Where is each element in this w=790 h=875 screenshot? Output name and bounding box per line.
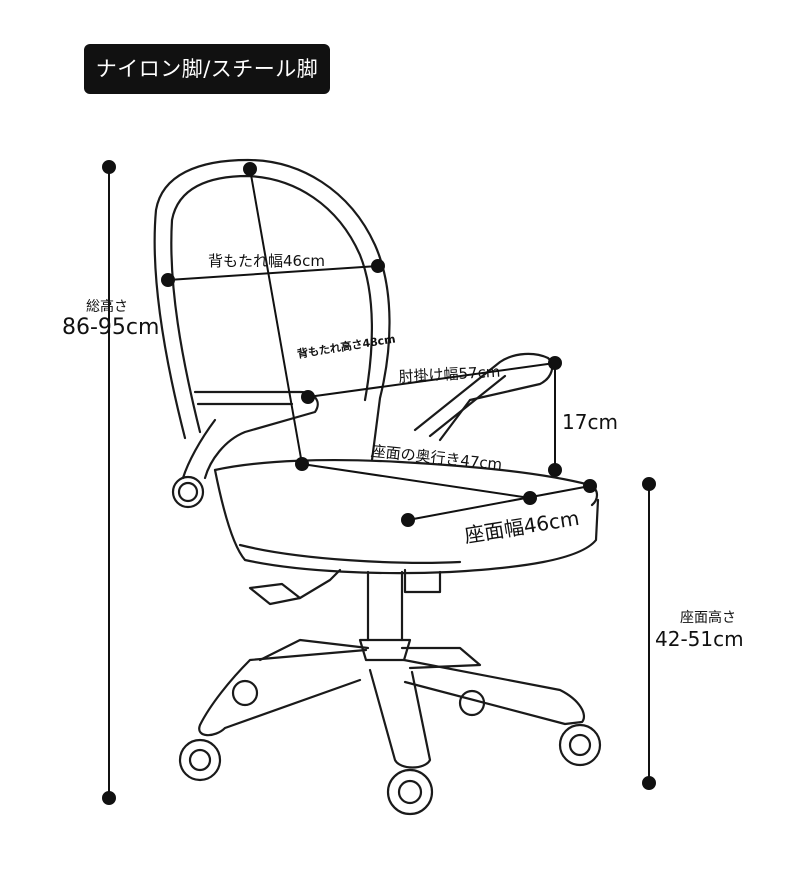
- caster-right: [558, 723, 602, 767]
- backrest-frame: [153, 158, 391, 462]
- back-width-label: 背もたれ幅46cm: [208, 252, 325, 270]
- seat-height-value: 42-51cm: [655, 627, 744, 651]
- seat-width-dot-right: [583, 479, 597, 493]
- caster-back-left: [231, 679, 259, 707]
- backrest-inner: [170, 174, 374, 434]
- base-leg-right: [402, 658, 586, 726]
- seat-width-line: [407, 485, 591, 521]
- lever-rod: [298, 568, 342, 600]
- caster-right-hub: [568, 733, 592, 757]
- back-width-dot-left: [161, 273, 175, 287]
- caster-left: [178, 738, 222, 782]
- seat-top: [213, 458, 599, 507]
- mechanism: [403, 568, 442, 594]
- base-leg-left: [198, 648, 368, 737]
- left-armrest-pivot: [171, 475, 205, 509]
- base-leg-back-right: [400, 646, 482, 670]
- seat-height-label: 座面高さ: [680, 610, 736, 626]
- base-leg-front: [368, 668, 432, 769]
- armrest-width-dot-left: [301, 390, 315, 404]
- total-height-dot-bottom: [102, 791, 116, 805]
- armrest-width-line: [307, 362, 556, 398]
- back-width-line: [167, 265, 379, 281]
- seat-height-dot-bottom: [642, 776, 656, 790]
- chair-outline: [153, 158, 602, 816]
- tilt-lever: [248, 582, 302, 606]
- total-height-value: 86-95cm: [62, 315, 160, 340]
- seat-height-dot-top: [642, 477, 656, 491]
- dimension-lines: [102, 160, 656, 805]
- caster-back-right: [458, 689, 486, 717]
- left-armrest-pivot-inner: [177, 481, 199, 503]
- back-width-dot-right: [371, 259, 385, 273]
- gas-cylinder: [366, 570, 404, 642]
- seat-cushion: [213, 468, 600, 575]
- seat-depth-line: [301, 463, 531, 499]
- back-height-dot-top: [243, 162, 257, 176]
- caster-left-hub: [188, 748, 212, 772]
- seat-underside: [238, 543, 462, 564]
- armrest-height-dot-bottom: [548, 463, 562, 477]
- total-height-dot-top: [102, 160, 116, 174]
- base-leg-back-left: [258, 638, 370, 662]
- armrest-height-label: 17cm: [562, 410, 618, 434]
- left-armrest-support: [181, 418, 217, 480]
- cylinder-collar: [358, 638, 412, 662]
- seat-width-dot-left: [401, 513, 415, 527]
- total-height-label: 総高さ: [86, 299, 128, 315]
- caster-front: [386, 768, 434, 816]
- back-height-line: [249, 168, 303, 465]
- caster-front-hub: [397, 779, 423, 805]
- title-badge: ナイロン脚/スチール脚: [84, 44, 330, 94]
- right-armrest-inner: [428, 374, 507, 438]
- right-armrest: [413, 352, 554, 442]
